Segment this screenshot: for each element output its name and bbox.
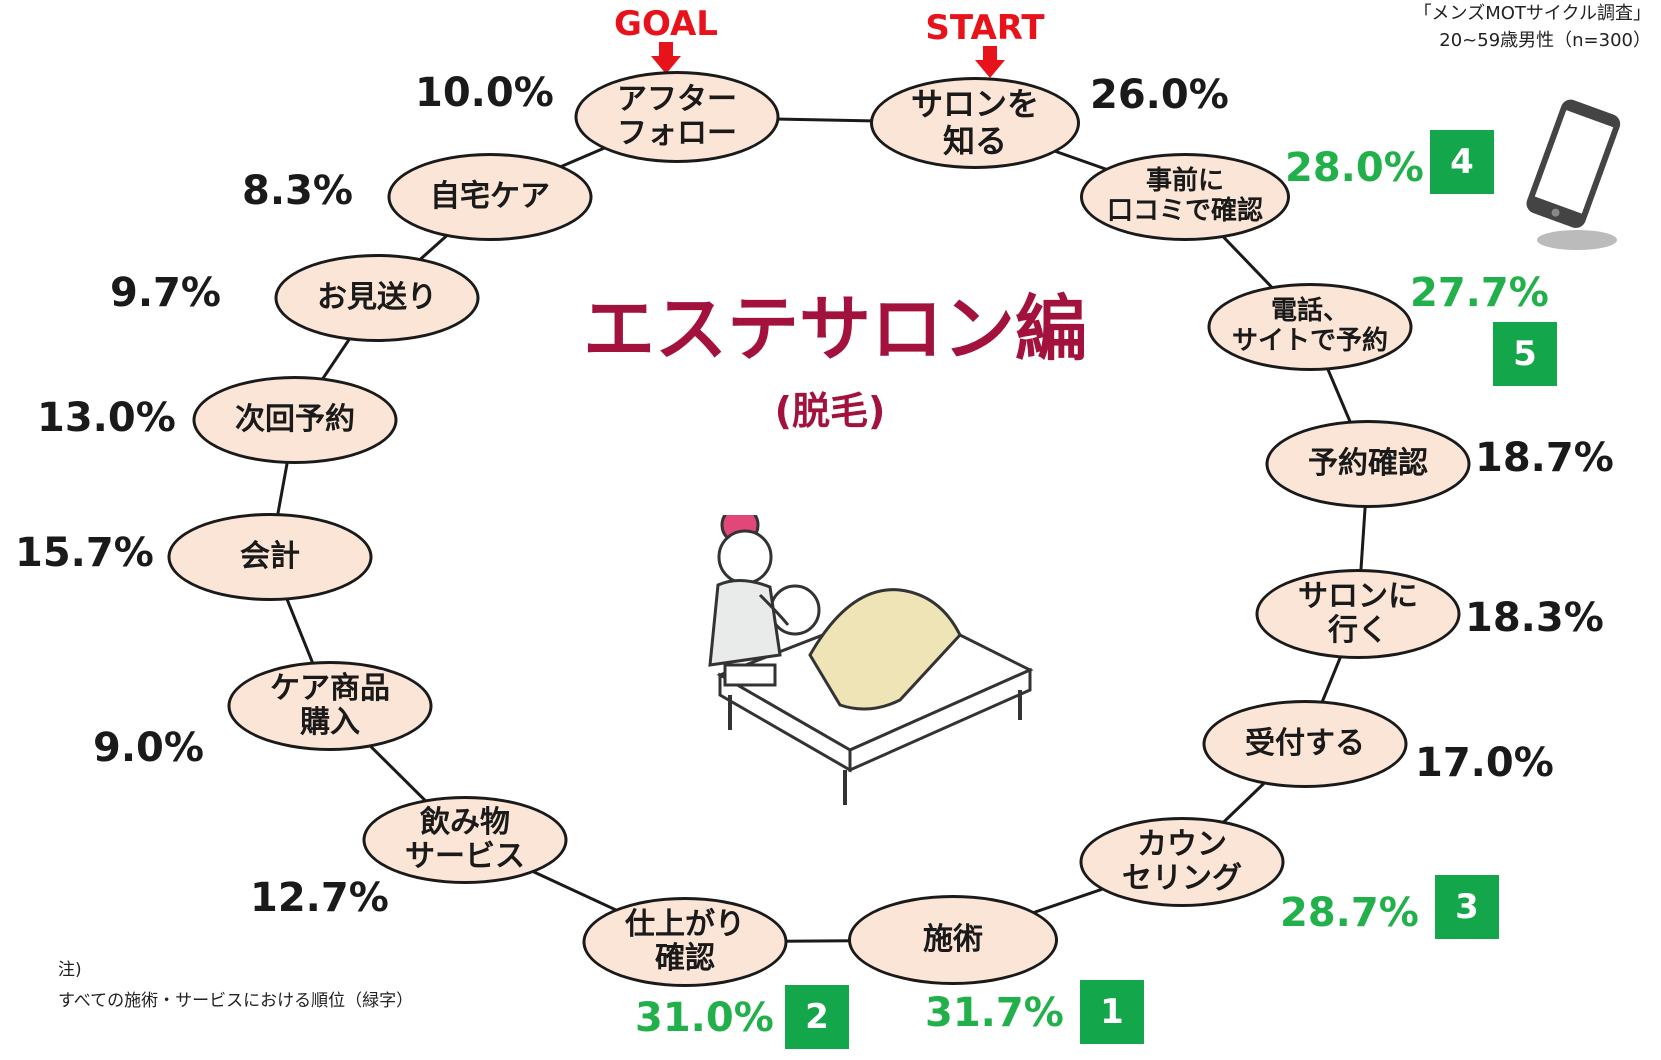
step-percentage: 9.0% [93,725,204,771]
step-node: 予約確認 [1265,420,1471,508]
step-label: 施術 [923,921,983,957]
down-arrow-icon [975,46,1005,78]
step-node: 受付する [1202,700,1408,788]
step-label: 受付する [1245,725,1365,761]
step-node: サロンに 行く [1255,569,1461,659]
step-label: 自宅ケア [430,178,550,214]
step-percentage: 17.0% [1415,740,1554,786]
step-label: 予約確認 [1308,445,1428,481]
rank-badge: 2 [785,985,849,1049]
step-node: 飲み物 サービス [362,796,568,884]
step-percentage: 31.7% [925,990,1064,1036]
step-percentage: 15.7% [15,530,154,576]
step-label: カウン セリング [1122,826,1242,896]
step-label: 会計 [240,538,300,574]
step-percentage: 10.0% [415,70,554,116]
step-node: 会計 [167,513,373,601]
footnote: 注) すべての施術・サービスにおける順位（緑字） [58,955,413,1016]
step-node: カウン セリング [1079,817,1285,907]
step-percentage: 18.3% [1465,595,1604,641]
step-percentage: 28.7% [1280,890,1419,936]
step-percentage: 9.7% [110,270,221,316]
goal-label: GOAL [614,4,718,44]
step-label: サロンを 知る [910,85,1039,160]
step-percentage: 12.7% [250,875,389,921]
step-percentage: 18.7% [1475,435,1614,481]
step-percentage: 8.3% [242,168,353,214]
step-label: お見送り [317,279,437,315]
step-node: 事前に 口コミで確認 [1080,153,1290,241]
rank-badge: 1 [1080,980,1144,1044]
step-node: 電話、 サイトで予約 [1207,283,1413,371]
rank-badge: 3 [1435,875,1499,939]
step-percentage: 28.0% [1285,145,1424,191]
step-label: 次回予約 [235,401,355,437]
step-node: サロンを 知る [870,77,1080,169]
step-node: 施術 [848,895,1058,985]
step-label: アフター フォロー [617,81,737,151]
source-caption: 「メンズMOTサイクル調査」 20~59歳男性（n=300） [1414,0,1651,54]
step-label: 電話、 サイトで予約 [1231,296,1388,356]
page-subtitle: (脱毛) [774,389,886,433]
rank-badge: 5 [1493,322,1557,386]
step-node: 次回予約 [192,376,398,464]
esthetic-treatment-illustration [708,515,1034,805]
start-label: START [925,8,1045,48]
step-node: 自宅ケア [387,153,593,241]
step-node: お見送り [274,254,480,342]
footnote-label: 注) [58,960,82,980]
step-label: 仕上がり 確認 [625,906,745,976]
down-arrow-icon [651,42,681,74]
step-percentage: 27.7% [1410,270,1549,316]
smartphone-icon [1526,99,1621,250]
source-survey: 「メンズMOTサイクル調査」 [1413,3,1651,24]
step-percentage: 26.0% [1090,72,1229,118]
step-label: 事前に 口コミで確認 [1106,166,1263,226]
source-sample: 20~59歳男性（n=300） [1439,30,1651,51]
footnote-text: すべての施術・サービスにおける順位（緑字） [58,990,414,1011]
step-label: ケア商品 購入 [270,670,390,740]
step-label: サロンに 行く [1298,578,1418,648]
step-node: ケア商品 購入 [227,661,433,751]
step-percentage: 13.0% [37,395,176,441]
step-label: 飲み物 サービス [405,804,525,874]
step-node: アフター フォロー [574,71,780,163]
step-node: 仕上がり 確認 [582,897,788,987]
page-title: エステサロン編 [582,287,1088,371]
step-percentage: 31.0% [635,995,774,1041]
rank-badge: 4 [1430,130,1494,194]
